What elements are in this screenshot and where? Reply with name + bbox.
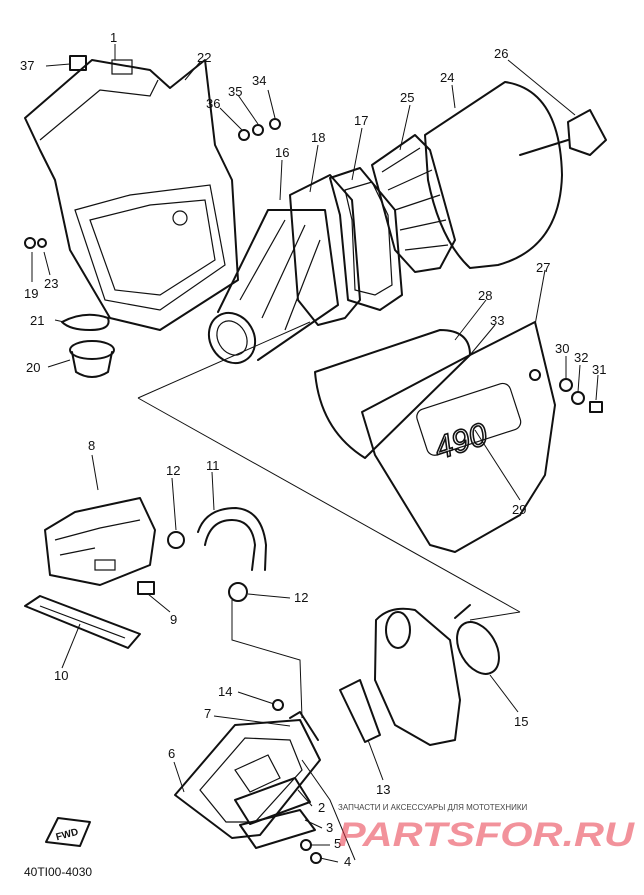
fwd-label: FWD [55,827,80,844]
callout-21: 21 [30,313,44,328]
callout-32: 32 [574,350,588,365]
callout-6: 6 [168,746,175,761]
callout-28: 28 [478,288,492,303]
callout-20: 20 [26,360,40,375]
callout-24: 24 [440,70,454,85]
callout-16: 16 [275,145,289,160]
callout-37: 37 [20,58,34,73]
bolt-37 [45,55,87,71]
band-10 [24,595,141,649]
forward-direction-mark: FWD [45,817,91,847]
callout-29: 29 [512,502,526,517]
drawing-code: 40TI00-4030 [24,865,92,879]
callout-34: 34 [252,73,266,88]
reed-valve-assembly [174,699,322,864]
callout-33: 33 [490,313,504,328]
bolt-and-washer-19-23 [24,237,51,282]
callout-9: 9 [170,612,177,627]
callout-7: 7 [204,706,211,721]
callout-26: 26 [494,46,508,61]
caution-label [137,581,155,595]
callout-18: 18 [311,130,325,145]
callout-10: 10 [54,668,68,683]
callout-35: 35 [228,84,242,99]
side-cover-fasteners [559,378,603,413]
callout-19: 19 [24,286,38,301]
hose-clamp-12-lower [228,582,248,602]
callout-25: 25 [400,90,414,105]
callout-12-upper: 12 [166,463,180,478]
callout-5: 5 [334,836,341,851]
callout-4: 4 [344,854,351,869]
callout-17: 17 [354,113,368,128]
grommet-set-34-36 [238,118,281,141]
callout-3: 3 [326,820,333,835]
breather-hose [197,507,267,571]
carburetor [339,607,461,746]
callout-11: 11 [206,458,220,473]
callout-30: 30 [555,341,569,356]
callout-27: 27 [536,260,550,275]
callout-2: 2 [318,800,325,815]
callout-23: 23 [44,276,58,291]
air-box-housing [24,59,239,331]
intake-boot [207,209,339,365]
callout-labels: 1 2 3 4 5 6 7 8 9 10 11 12 12 13 14 15 1… [20,30,606,869]
watermark-caption: ЗАПЧАСТИ И АКСЕССУАРЫ ДЛЯ МОТОТЕХНИКИ [338,803,528,812]
callout-22: 22 [197,50,211,65]
filter-cage [371,134,456,273]
callout-36: 36 [206,96,220,111]
leader-lines [47,44,599,863]
drain-joint [69,340,115,378]
clamp-ring [61,313,110,331]
callout-15: 15 [514,714,528,729]
callout-12-lower: 12 [294,590,308,605]
filter-holder-bolt [519,109,607,156]
air-filter-guide-18 [289,174,361,326]
hose-clamp-12-upper [167,531,185,549]
callout-1: 1 [110,30,117,45]
assembly-guide-lines [137,321,521,861]
cover-box-8 [44,497,156,586]
watermark-logo: PARTSFOR.RU [338,816,636,854]
air-filter-frame-17 [329,167,403,311]
callout-13: 13 [376,782,390,797]
side-cover-bracket [314,329,471,459]
watermark: ЗАПЧАСТИ И АКСЕССУАРЫ ДЛЯ МОТОТЕХНИКИ PA… [338,803,636,854]
clamp-15 [454,604,500,675]
air-filter-element [424,81,563,269]
callout-31: 31 [592,362,606,377]
side-cover: 490 [361,321,556,553]
callout-14: 14 [218,684,232,699]
callout-8: 8 [88,438,95,453]
